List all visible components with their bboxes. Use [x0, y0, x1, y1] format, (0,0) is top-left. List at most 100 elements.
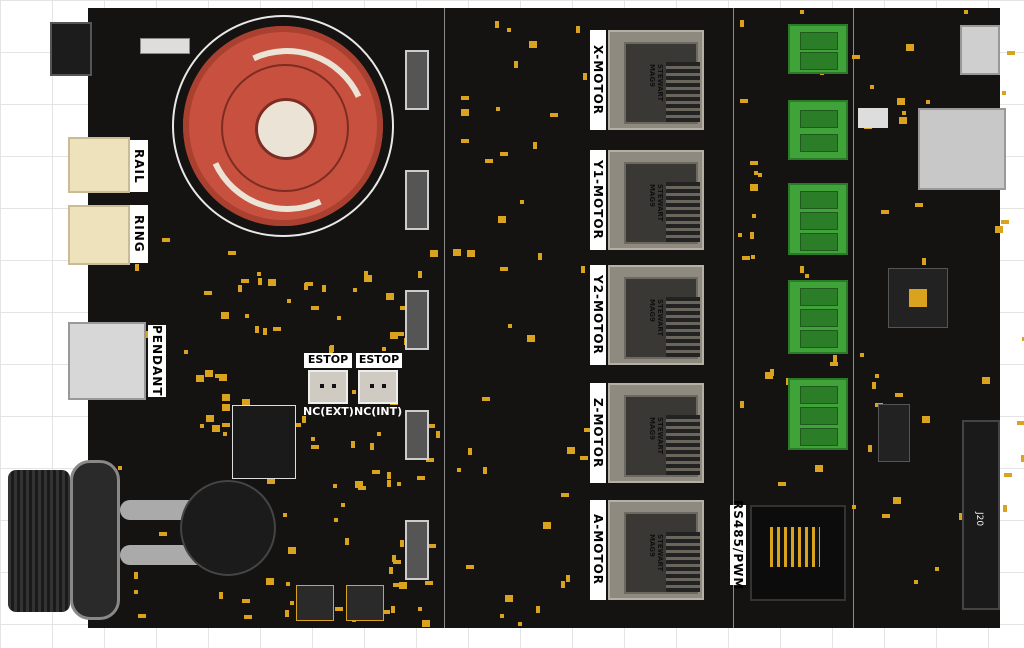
smd-pad	[778, 482, 787, 487]
smd-pad	[738, 233, 742, 238]
rs485-jack[interactable]	[750, 505, 846, 601]
smd-pad	[386, 471, 391, 479]
sd-card-slot[interactable]	[918, 108, 1006, 190]
terminal-block[interactable]	[788, 24, 848, 74]
smd-pad	[770, 369, 775, 377]
smd-pad	[500, 613, 505, 618]
motor-rj45-jack[interactable]: STEWART MAG9	[608, 265, 704, 365]
smd-pad	[200, 423, 205, 428]
motor-rj45-jack[interactable]: STEWART MAG9	[608, 150, 704, 250]
smd-pad	[371, 469, 380, 474]
smd-pad	[514, 61, 519, 69]
circular-connector[interactable]	[8, 470, 70, 612]
smd-pad	[506, 27, 511, 32]
small-connector[interactable]	[405, 290, 429, 350]
smd-pad	[238, 285, 243, 293]
terminal-block[interactable]	[788, 100, 848, 160]
smd-pad	[533, 141, 538, 149]
smd-pad	[583, 428, 592, 433]
smd-pad	[914, 579, 919, 584]
smd-pad	[304, 283, 309, 291]
smd-pad	[241, 599, 250, 603]
smd-pad	[424, 580, 433, 585]
section-divider	[444, 8, 445, 628]
estop-button[interactable]	[181, 24, 393, 236]
smd-pad	[750, 255, 755, 260]
smd-pad	[495, 21, 500, 29]
smd-pad	[137, 614, 146, 619]
motor-rj45-jack[interactable]: STEWART MAG9	[608, 30, 704, 130]
pendant-usb-connector[interactable]	[68, 322, 146, 400]
estop-int-connector[interactable]	[358, 370, 398, 404]
smd-pad	[750, 231, 755, 239]
brand-label: STEWART MAG9	[648, 64, 664, 102]
power-component	[296, 585, 334, 621]
mcu-chip	[888, 268, 948, 328]
small-connector[interactable]	[405, 520, 429, 580]
smd-pad	[386, 293, 395, 301]
motor-rj45-jack[interactable]: STEWART MAG9	[608, 500, 704, 600]
smd-pad	[382, 609, 391, 614]
smd-pad	[263, 327, 268, 335]
switch[interactable]	[140, 38, 190, 54]
estop-ext-connector[interactable]	[308, 370, 348, 404]
smd-pad	[518, 622, 523, 627]
small-connector[interactable]	[405, 50, 429, 110]
smd-pad	[905, 43, 914, 51]
power-component	[346, 585, 384, 621]
dc-jack[interactable]	[50, 22, 92, 76]
ring-connector[interactable]	[68, 205, 130, 265]
smd-pad	[739, 19, 744, 27]
terminal-block[interactable]	[788, 183, 848, 255]
smd-pad	[457, 467, 462, 472]
smd-pad	[914, 203, 923, 208]
smd-pad	[899, 116, 908, 124]
smd-pad	[754, 170, 759, 175]
smd-pad	[135, 263, 140, 271]
smd-pad	[399, 581, 408, 589]
smd-pad	[221, 403, 230, 411]
terminal-block[interactable]	[788, 280, 848, 354]
smd-pad	[757, 172, 762, 177]
small-connector[interactable]	[405, 410, 429, 460]
smd-pad	[396, 482, 401, 487]
motor-label: X-MOTOR	[590, 30, 606, 130]
rail-connector[interactable]	[68, 137, 130, 193]
smd-pad	[453, 249, 462, 257]
smd-pad	[814, 464, 823, 472]
smd-pad	[496, 106, 501, 111]
smd-pad	[499, 151, 508, 156]
smd-pad	[417, 271, 422, 279]
connector-flange	[70, 460, 120, 620]
j20-header[interactable]: J20	[962, 420, 1000, 610]
smd-pad	[387, 480, 392, 488]
motor-rj45-jack[interactable]: STEWART MAG9	[608, 383, 704, 483]
small-connector[interactable]	[405, 170, 429, 230]
smd-pad	[461, 95, 470, 100]
motor-label: Z-MOTOR	[590, 383, 606, 483]
inductor	[232, 405, 296, 479]
j20-label: J20	[974, 512, 984, 527]
smd-pad	[560, 493, 569, 498]
brand-label: STEWART MAG9	[648, 299, 664, 337]
smd-pad	[566, 446, 575, 454]
smd-pad	[206, 414, 215, 422]
smd-pad	[935, 566, 940, 571]
smd-pad	[382, 346, 387, 351]
smd-pad	[799, 9, 804, 14]
smd-pad	[833, 354, 838, 362]
smd-pad	[429, 249, 438, 257]
smd-pad	[882, 514, 891, 519]
jumper[interactable]	[858, 108, 888, 128]
smd-pad	[388, 567, 393, 575]
terminal-block[interactable]	[788, 378, 848, 450]
smd-pad	[505, 594, 514, 602]
smd-pad	[508, 324, 513, 329]
smd-pad	[133, 571, 138, 579]
smd-pad	[204, 369, 213, 377]
smd-pad	[580, 265, 585, 273]
buzzer	[180, 480, 276, 576]
usb-c-connector[interactable]	[960, 25, 1000, 75]
smd-pad	[482, 466, 487, 474]
smd-pad	[301, 416, 306, 424]
